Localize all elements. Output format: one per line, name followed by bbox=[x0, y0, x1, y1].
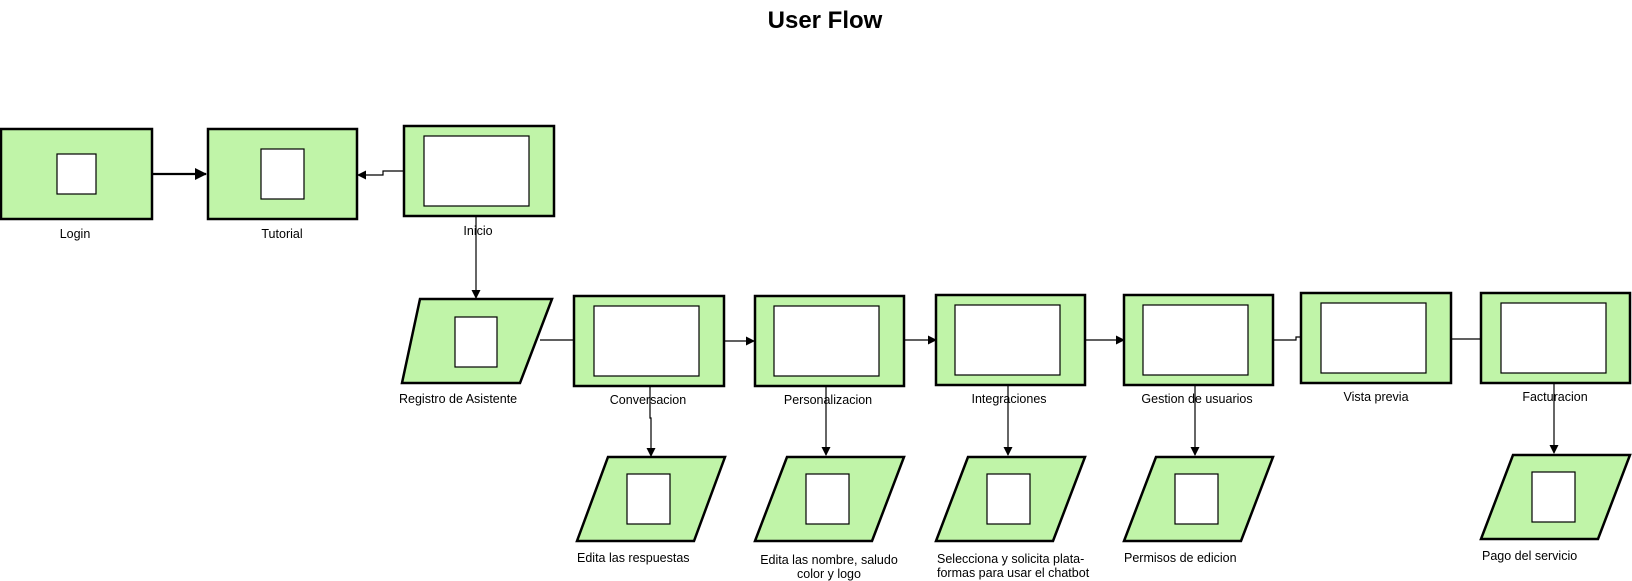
diagram-title: User Flow bbox=[768, 7, 883, 34]
node-inicio[interactable] bbox=[402, 124, 556, 218]
label-conversacion: Conversacion bbox=[610, 393, 686, 407]
label-tutorial: Tutorial bbox=[261, 227, 302, 241]
label-pago-del-servicio: Pago del servicio bbox=[1482, 549, 1577, 563]
screen-placeholder bbox=[1500, 302, 1607, 374]
label-facturacion: Facturacion bbox=[1522, 390, 1587, 404]
label-edita-nombre-line2: color y logo bbox=[797, 567, 861, 581]
screen-placeholder bbox=[260, 148, 305, 200]
label-login: Login bbox=[60, 227, 91, 241]
edge-gestion-vista-previa bbox=[1273, 336, 1301, 341]
label-vista-previa: Vista previa bbox=[1343, 390, 1408, 404]
node-personalizacion[interactable] bbox=[753, 294, 906, 388]
edge-conversacion-edita-respuestas bbox=[646, 375, 656, 457]
node-gestion-de-usuarios[interactable] bbox=[1122, 293, 1275, 387]
screen-placeholder bbox=[1320, 302, 1427, 374]
screen-placeholder bbox=[773, 305, 880, 377]
screen-placeholder bbox=[454, 316, 498, 368]
screen-placeholder bbox=[1142, 304, 1249, 376]
screen-placeholder bbox=[986, 473, 1031, 525]
screen-placeholder bbox=[626, 473, 671, 525]
edge-inicio-tutorial bbox=[357, 170, 404, 180]
node-edita-nombre[interactable] bbox=[753, 455, 906, 543]
screen-placeholder bbox=[1174, 473, 1219, 525]
node-login[interactable] bbox=[0, 127, 154, 221]
label-edita-nombre-line1: Edita las nombre, saludo bbox=[760, 553, 898, 567]
label-integraciones: Integraciones bbox=[971, 392, 1046, 406]
node-tutorial[interactable] bbox=[206, 127, 359, 221]
screen-placeholder bbox=[954, 304, 1061, 376]
node-pago-del-servicio[interactable] bbox=[1479, 453, 1632, 541]
node-vista-previa[interactable] bbox=[1299, 291, 1453, 385]
screen-placeholder bbox=[56, 153, 97, 195]
node-edita-las-respuestas[interactable] bbox=[575, 455, 727, 543]
node-selecciona-plataformas[interactable] bbox=[934, 455, 1087, 543]
node-conversacion[interactable] bbox=[572, 294, 726, 388]
node-permisos-de-edicion[interactable] bbox=[1122, 455, 1275, 543]
screen-placeholder bbox=[1531, 471, 1576, 523]
label-inicio: Inicio bbox=[463, 224, 492, 238]
label-permisos-de-edicion: Permisos de edicion bbox=[1124, 551, 1237, 565]
label-selecciona-line1: Selecciona y solicita plata- bbox=[937, 552, 1084, 566]
screen-placeholder bbox=[593, 305, 700, 377]
label-gestion-de-usuarios: Gestion de usuarios bbox=[1141, 392, 1252, 406]
screen-placeholder bbox=[805, 473, 850, 525]
node-integraciones[interactable] bbox=[934, 293, 1087, 387]
label-personalizacion: Personalizacion bbox=[784, 393, 872, 407]
screen-placeholder bbox=[423, 135, 530, 207]
label-registro-de-asistente: Registro de Asistente bbox=[399, 392, 517, 406]
edges bbox=[152, 168, 1559, 457]
node-facturacion[interactable] bbox=[1479, 291, 1632, 385]
label-edita-las-respuestas: Edita las respuestas bbox=[577, 551, 690, 565]
node-registro-de-asistente[interactable] bbox=[400, 297, 554, 385]
label-selecciona-line2: formas para usar el chatbot bbox=[937, 566, 1090, 580]
